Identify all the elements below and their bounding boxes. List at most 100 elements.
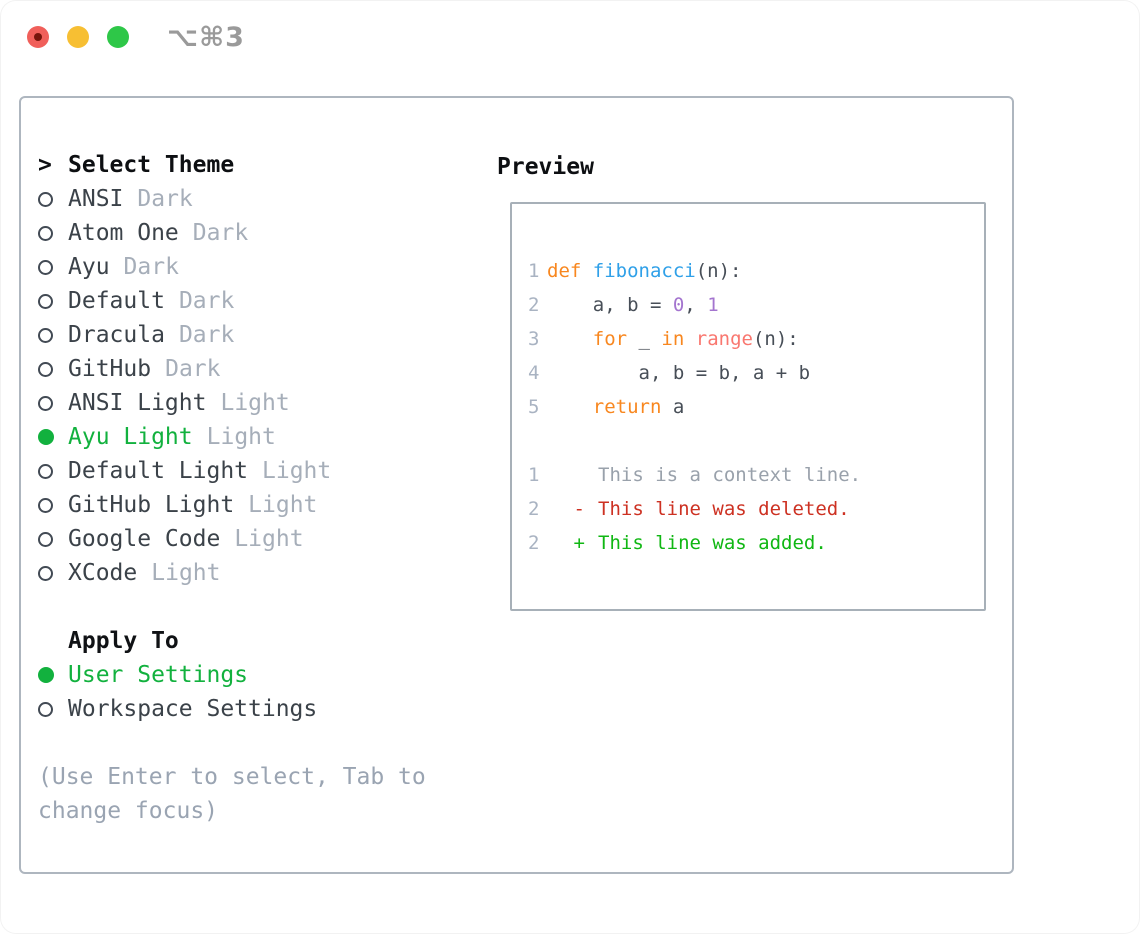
radio-cell [38, 531, 68, 547]
radio-unselected-icon [38, 225, 53, 241]
theme-name-label: Google Code [68, 526, 221, 552]
radio-cell [38, 463, 68, 479]
radio-cell [38, 497, 68, 513]
theme-list-heading-row: > Select Theme [38, 148, 478, 182]
theme-option[interactable]: Google Code Light [38, 522, 478, 556]
code-text: for _ in range(n): [547, 328, 799, 350]
diff-line: 2 + This line was added. [528, 526, 974, 560]
radio-selected-icon [38, 667, 54, 683]
theme-variant-tag: Light [234, 526, 304, 552]
theme-option[interactable]: Ayu Dark [38, 250, 478, 284]
theme-variant-tag: Dark [178, 322, 235, 348]
code-token: _ [627, 328, 662, 350]
theme-variant-tag: Dark [137, 186, 193, 212]
code-line: 5 return a [528, 390, 974, 424]
theme-name-label: ANSI Light [68, 390, 207, 416]
diff-line: 1 This is a context line. [528, 458, 974, 492]
window-titlebar: ⌥⌘3 [0, 0, 1140, 96]
theme-option[interactable]: ANSI Dark [38, 182, 478, 216]
theme-name-label: Default [68, 288, 165, 314]
theme-name-label: GitHub Light [68, 492, 235, 518]
line-number: 2 [528, 532, 540, 554]
line-number: 1 [528, 464, 540, 486]
theme-variant-tag: Light [151, 560, 221, 586]
theme-option[interactable]: Atom One Dark [38, 216, 478, 250]
diff-preview: 1 This is a context line. 2 -This line was … [528, 458, 974, 560]
radio-cell [38, 361, 68, 377]
theme-variant-tag: Dark [192, 220, 249, 246]
theme-name-label: Ayu Light [68, 424, 193, 450]
code-token: def [547, 260, 582, 282]
line-number: 5 [528, 396, 540, 418]
code-token: range [695, 328, 753, 350]
apply-to-option[interactable]: Workspace Settings [38, 692, 478, 726]
code-token: a, b = b, a + b [547, 362, 811, 384]
theme-option[interactable]: Dracula Dark [38, 318, 478, 352]
theme-name-label: ANSI [68, 186, 124, 212]
code-token: a [661, 396, 685, 418]
radio-unselected-icon [38, 361, 53, 377]
code-text: a, b = 0, 1 [547, 294, 719, 316]
code-token: 0 [672, 294, 685, 316]
radio-unselected-icon [38, 497, 53, 513]
theme-option[interactable]: XCode Light [38, 556, 478, 590]
radio-cell [38, 225, 68, 241]
theme-option[interactable]: Ayu Light Light [38, 420, 478, 454]
diff-text: This is a context line. [598, 464, 862, 486]
radio-cell [38, 701, 68, 717]
minimize-button[interactable] [67, 26, 89, 48]
line-number: 4 [528, 362, 540, 384]
diff-marker-icon: + [573, 532, 585, 554]
apply-to-option-label: Workspace Settings [68, 696, 318, 722]
diff-marker-icon: - [573, 498, 585, 520]
radio-unselected-icon [38, 259, 53, 275]
theme-list-heading: Select Theme [68, 152, 235, 178]
radio-cell [38, 259, 68, 275]
radio-selected-icon [38, 429, 54, 445]
code-token: for [592, 328, 628, 350]
code-line: 2 a, b = 0, 1 [528, 288, 974, 322]
radio-cell [38, 191, 68, 207]
radio-cell [38, 293, 68, 309]
diff-text: This line was added. [598, 532, 827, 554]
code-token: (n): [752, 328, 799, 350]
theme-name-label: Dracula [68, 322, 165, 348]
apply-to-option[interactable]: User Settings [38, 658, 478, 692]
close-button[interactable] [27, 26, 49, 48]
theme-variant-tag: Light [206, 424, 276, 450]
line-number: 2 [528, 498, 540, 520]
theme-name-label: Ayu [68, 254, 110, 280]
code-token [581, 260, 592, 282]
radio-cell [38, 395, 68, 411]
radio-unselected-icon [38, 191, 53, 207]
window-title: ⌥⌘3 [167, 22, 245, 53]
theme-variant-tag: Dark [123, 254, 179, 280]
line-number: 3 [528, 328, 540, 350]
apply-to-option-label: User Settings [68, 662, 249, 688]
code-text: a, b = b, a + b [547, 362, 811, 384]
keyboard-hint-text: (Use Enter to select, Tab to change focu… [38, 764, 426, 824]
code-text: def fibonacci(n): [547, 260, 742, 282]
theme-name-label: Atom One [68, 220, 179, 246]
zoom-button[interactable] [107, 26, 129, 48]
code-text: return a [547, 396, 685, 418]
theme-variant-tag: Dark [165, 356, 221, 382]
code-token: in [661, 328, 685, 350]
radio-unselected-icon [38, 463, 53, 479]
theme-name-label: Default Light [68, 458, 249, 484]
radio-unselected-icon [38, 565, 53, 581]
apply-to-heading: Apply To [68, 628, 179, 654]
theme-name-label: XCode [68, 560, 138, 586]
